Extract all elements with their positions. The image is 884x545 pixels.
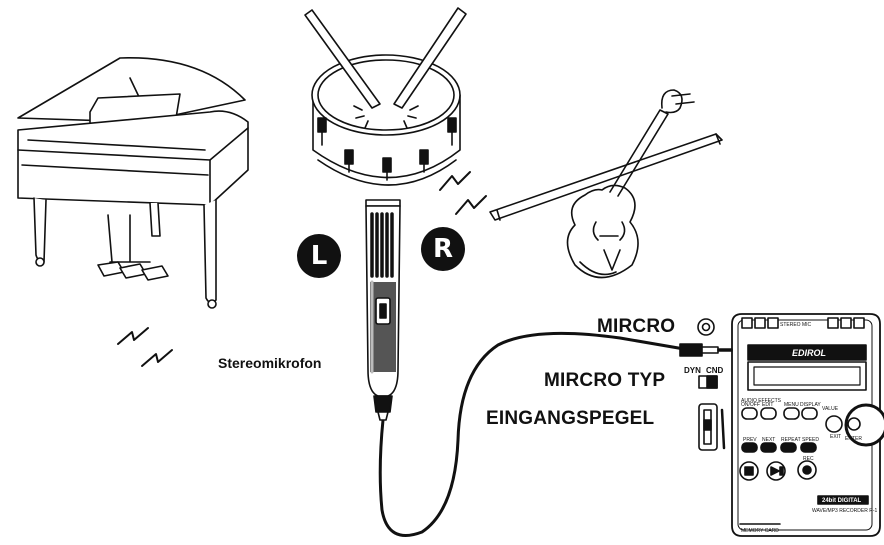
left-channel-badge: L xyxy=(297,234,341,278)
recorder-digital-label: 24bit DIGITAL xyxy=(822,498,862,504)
recorder-rec-label: REC xyxy=(803,456,814,462)
switch-cnd-label: CND xyxy=(706,366,724,375)
mic-type-label: MIRCRO TYP xyxy=(544,370,666,391)
recorder-speed-label: SPEED xyxy=(802,437,819,443)
recorder-repeat-label: REPEAT xyxy=(781,437,801,443)
recorder-stereo-mic-label: STEREO MIC xyxy=(780,322,812,328)
violin-icon xyxy=(489,89,723,279)
recorder-memory-card-label: MEMORY CARD xyxy=(741,528,779,534)
recorder-model-label: WAVE/MP3 RECORDER R-1 xyxy=(812,508,878,514)
stereo-mic-label: Stereomikrofon xyxy=(218,355,322,371)
recorder-prev-label: PREV xyxy=(743,437,757,443)
recorder-exit-label: EXIT xyxy=(830,434,841,440)
mic-jack-label: MIRCRO xyxy=(597,316,676,337)
mic-cable xyxy=(378,331,692,537)
recorder-audio-effects-label: AUDIO EFFECTS xyxy=(741,398,782,404)
recorder-menu-label: MENU xyxy=(784,402,799,408)
mic-type-switch[interactable] xyxy=(698,375,718,389)
input-level-label: EINGANGSPEGEL xyxy=(486,408,655,429)
recorder-next-label: NEXT xyxy=(762,437,775,443)
recorder-onoff-label: ON/OFF xyxy=(741,402,760,408)
recorder-enter-label: ENTER xyxy=(845,436,862,442)
left-channel-label: L xyxy=(310,241,328,271)
right-channel-badge: R xyxy=(421,227,465,271)
recorder-brand: EDIROL xyxy=(792,348,826,358)
sound-wave-icon xyxy=(439,171,487,215)
input-level-slider[interactable] xyxy=(698,403,726,451)
switch-dyn-label: DYN xyxy=(684,366,701,375)
right-channel-label: R xyxy=(432,234,454,264)
recorder-display-label: DISPLAY xyxy=(800,402,821,408)
portable-recorder-icon[interactable] xyxy=(731,313,884,537)
recorder-edit-label: EDIT xyxy=(762,402,773,408)
recorder-value-label: VALUE xyxy=(822,406,839,412)
snare-drum-icon xyxy=(304,7,467,186)
mic-jack-icon xyxy=(697,318,715,336)
grand-piano-icon xyxy=(17,57,249,309)
stereo-microphone-icon[interactable] xyxy=(365,199,401,421)
sound-wave-icon xyxy=(117,327,173,367)
